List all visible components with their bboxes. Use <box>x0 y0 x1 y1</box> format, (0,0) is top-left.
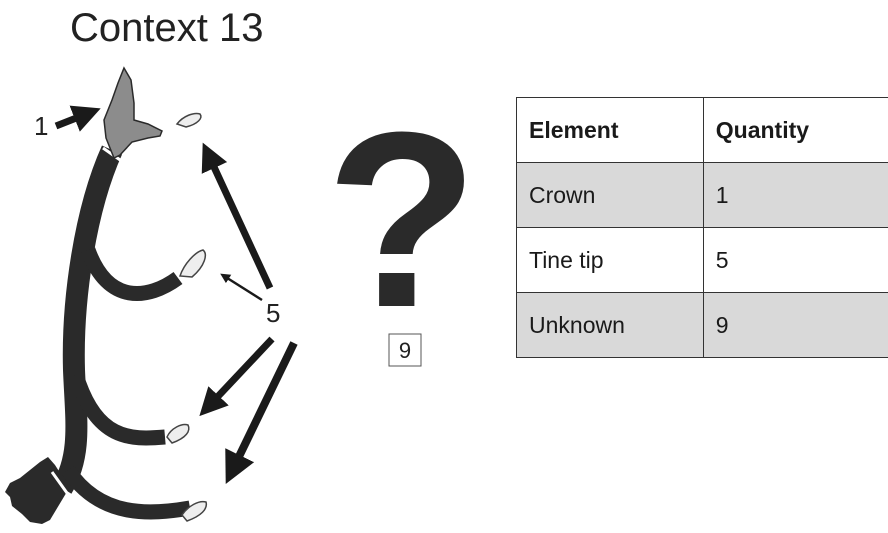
antler-beam <box>52 145 123 494</box>
tine-tip-3 <box>166 423 190 444</box>
unknown-count-label: 9 <box>399 338 411 363</box>
header-quantity: Quantity <box>702 97 888 163</box>
cell-quantity: 9 <box>702 292 888 358</box>
antler-tine-upper <box>80 247 183 302</box>
table-row: Unknown 9 <box>516 292 888 358</box>
cell-quantity: 5 <box>702 227 888 293</box>
tine-count-label: 5 <box>266 298 280 328</box>
cell-element: Tine tip <box>516 227 704 293</box>
table-row: Tine tip 5 <box>516 227 888 293</box>
antler-tine-middle <box>68 372 166 446</box>
tine-tip-2 <box>178 249 206 278</box>
header-element: Element <box>516 97 704 163</box>
antler-burr <box>5 457 68 524</box>
crown-fragment <box>103 66 163 160</box>
table-row: Crown 1 <box>516 162 888 228</box>
tine-arrow-1 <box>201 142 274 290</box>
antler-silhouette <box>52 145 192 520</box>
tine-arrow-2 <box>220 273 263 302</box>
diagram-title: Context 13 <box>70 6 264 50</box>
cell-quantity: 1 <box>702 162 888 228</box>
tine-tips <box>166 112 208 522</box>
tine-tip-4 <box>181 500 208 522</box>
crown-count-label: 1 <box>34 111 48 141</box>
table-header-row: Element Quantity <box>516 97 888 163</box>
tine-arrow-4 <box>225 341 298 484</box>
crown-arrow <box>54 105 101 132</box>
unknown-count-box <box>388 333 422 367</box>
tine-tip-1 <box>175 112 202 128</box>
tine-arrow-3 <box>199 336 275 417</box>
cell-element: Crown <box>516 162 704 228</box>
antler-tine-lower <box>61 465 192 520</box>
beam-break-lower <box>50 471 74 501</box>
cell-element: Unknown <box>516 292 704 358</box>
question-mark: ? <box>326 80 479 359</box>
element-quantity-table: Element Quantity Crown 1 Tine tip 5 Unkn… <box>516 97 888 358</box>
